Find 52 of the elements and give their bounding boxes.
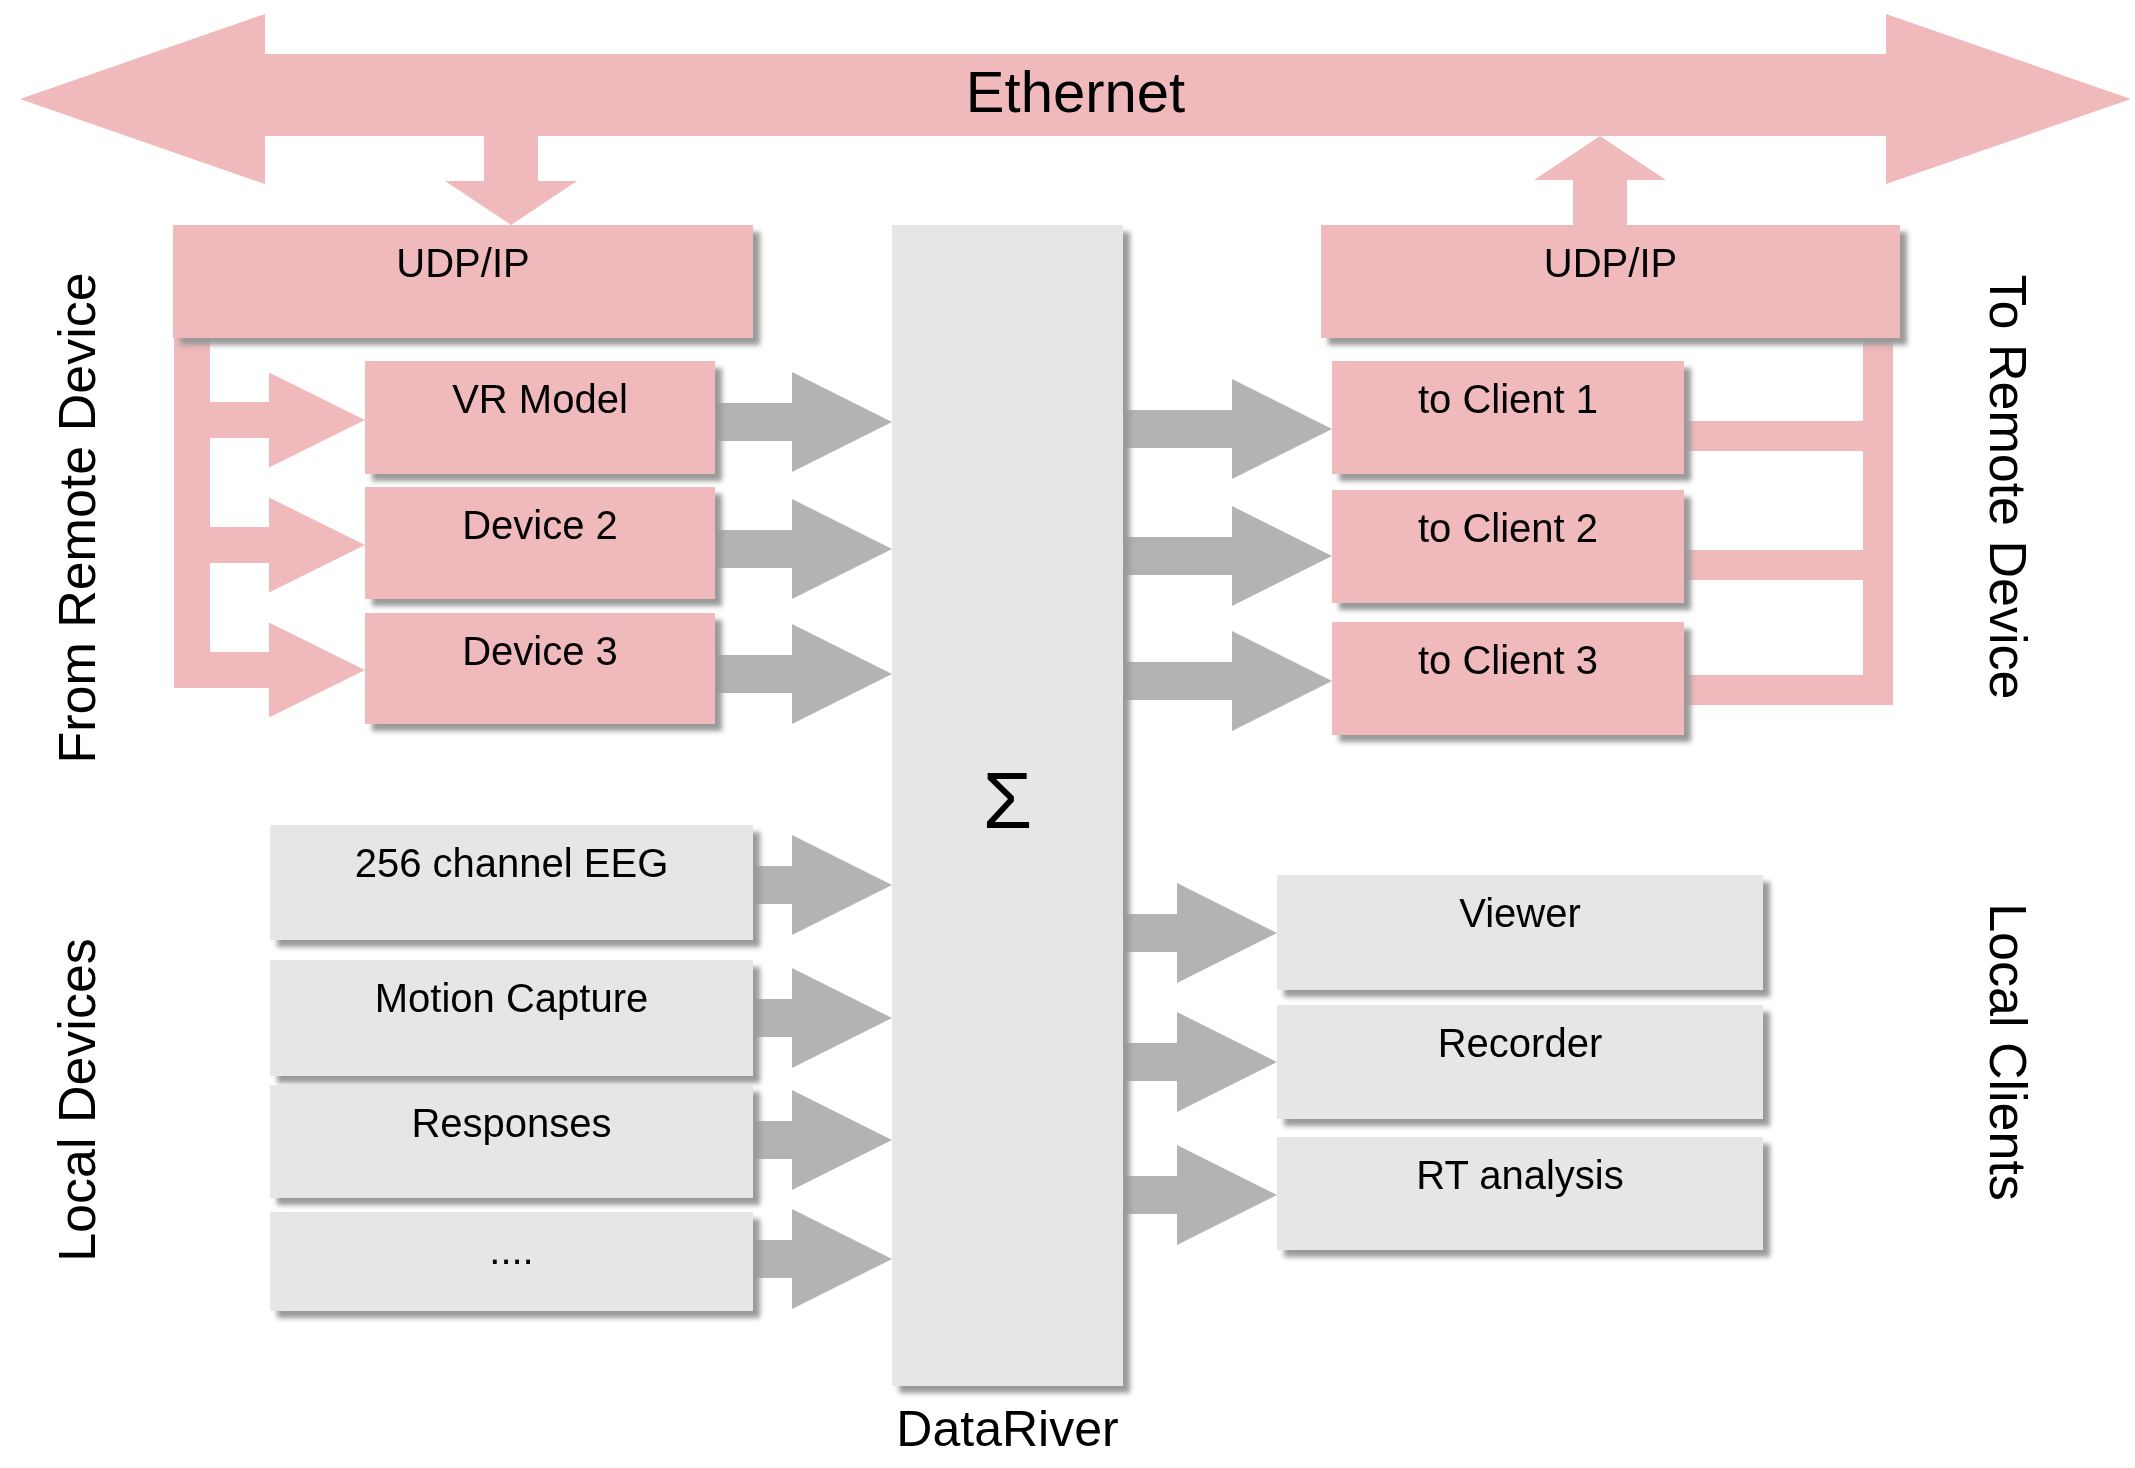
box-label: Device 2 — [461, 503, 619, 548]
block-arrow — [1123, 631, 1332, 731]
sigma-symbol: Σ — [981, 755, 1034, 847]
box-label: to Client 3 — [1416, 638, 1600, 683]
process-box — [1277, 875, 1763, 990]
block-arrow — [753, 1209, 892, 1309]
process-box — [1321, 225, 1900, 338]
block-arrow — [753, 968, 892, 1068]
box-label: 256 channel EEG — [353, 841, 670, 886]
process-box — [365, 361, 715, 474]
side-label: Local Clients — [1978, 903, 2038, 1201]
process-box — [1332, 622, 1684, 735]
box-label: VR Model — [451, 377, 629, 422]
side-label: From Remote Device — [47, 272, 107, 764]
block-arrow — [1123, 1012, 1277, 1112]
box-label: to Client 1 — [1416, 377, 1600, 422]
side-label: Local Devices — [47, 938, 107, 1262]
process-box — [1332, 490, 1684, 603]
box-label: to Client 2 — [1416, 506, 1600, 551]
process-box — [1277, 1137, 1763, 1250]
block-arrow — [715, 372, 892, 472]
process-box — [1332, 361, 1684, 474]
block-arrow — [1123, 379, 1332, 479]
process-box — [270, 825, 753, 940]
block-arrow — [1123, 1145, 1277, 1245]
box-label: Viewer — [1458, 891, 1582, 936]
box-label: Responses — [410, 1101, 613, 1146]
box-label: Device 3 — [461, 629, 619, 674]
box-label: Motion Capture — [373, 976, 650, 1021]
block-title: DataRiver — [895, 1400, 1120, 1458]
side-label: To Remote Device — [1978, 274, 2038, 700]
process-box — [365, 613, 715, 724]
block-arrow — [1123, 506, 1332, 606]
box-label: UDP/IP — [1542, 241, 1679, 286]
block-arrow — [753, 1090, 892, 1190]
box-label: Recorder — [1436, 1021, 1604, 1066]
process-box — [270, 1212, 753, 1311]
box-label: RT analysis — [1415, 1153, 1625, 1198]
process-box — [270, 960, 753, 1076]
block-arrow — [445, 136, 577, 225]
bus-label: Ethernet — [964, 58, 1187, 125]
block-arrow — [1534, 136, 1666, 225]
process-box — [365, 487, 715, 599]
block-arrow — [753, 835, 892, 935]
box-label: UDP/IP — [395, 241, 531, 286]
process-box — [270, 1085, 753, 1198]
block-arrow — [715, 624, 892, 724]
block-arrow — [1123, 883, 1277, 983]
process-box — [1277, 1005, 1763, 1119]
double-arrow-bus — [20, 14, 2131, 184]
process-box — [173, 225, 753, 338]
box-label: .... — [488, 1228, 535, 1273]
